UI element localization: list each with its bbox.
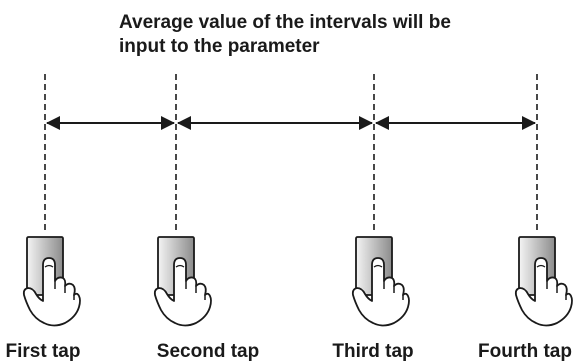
tap-finger-icon <box>351 236 410 327</box>
tap-icons <box>22 236 573 327</box>
caption-line-2: input to the parameter <box>119 36 320 57</box>
tap-finger-icon <box>153 236 212 327</box>
tap-label: First tap <box>6 341 81 362</box>
tap-label: Fourth tap <box>478 341 572 362</box>
tap-label: Second tap <box>157 341 259 362</box>
guide-lines <box>44 74 538 234</box>
tap-finger-icon <box>22 236 81 327</box>
tap-label: Third tap <box>332 341 413 362</box>
caption-line-1: Average value of the intervals will be <box>119 12 451 33</box>
tap-labels: First tap Second tap Third tap Fourth tap <box>6 341 572 362</box>
tap-finger-icon <box>514 236 573 327</box>
